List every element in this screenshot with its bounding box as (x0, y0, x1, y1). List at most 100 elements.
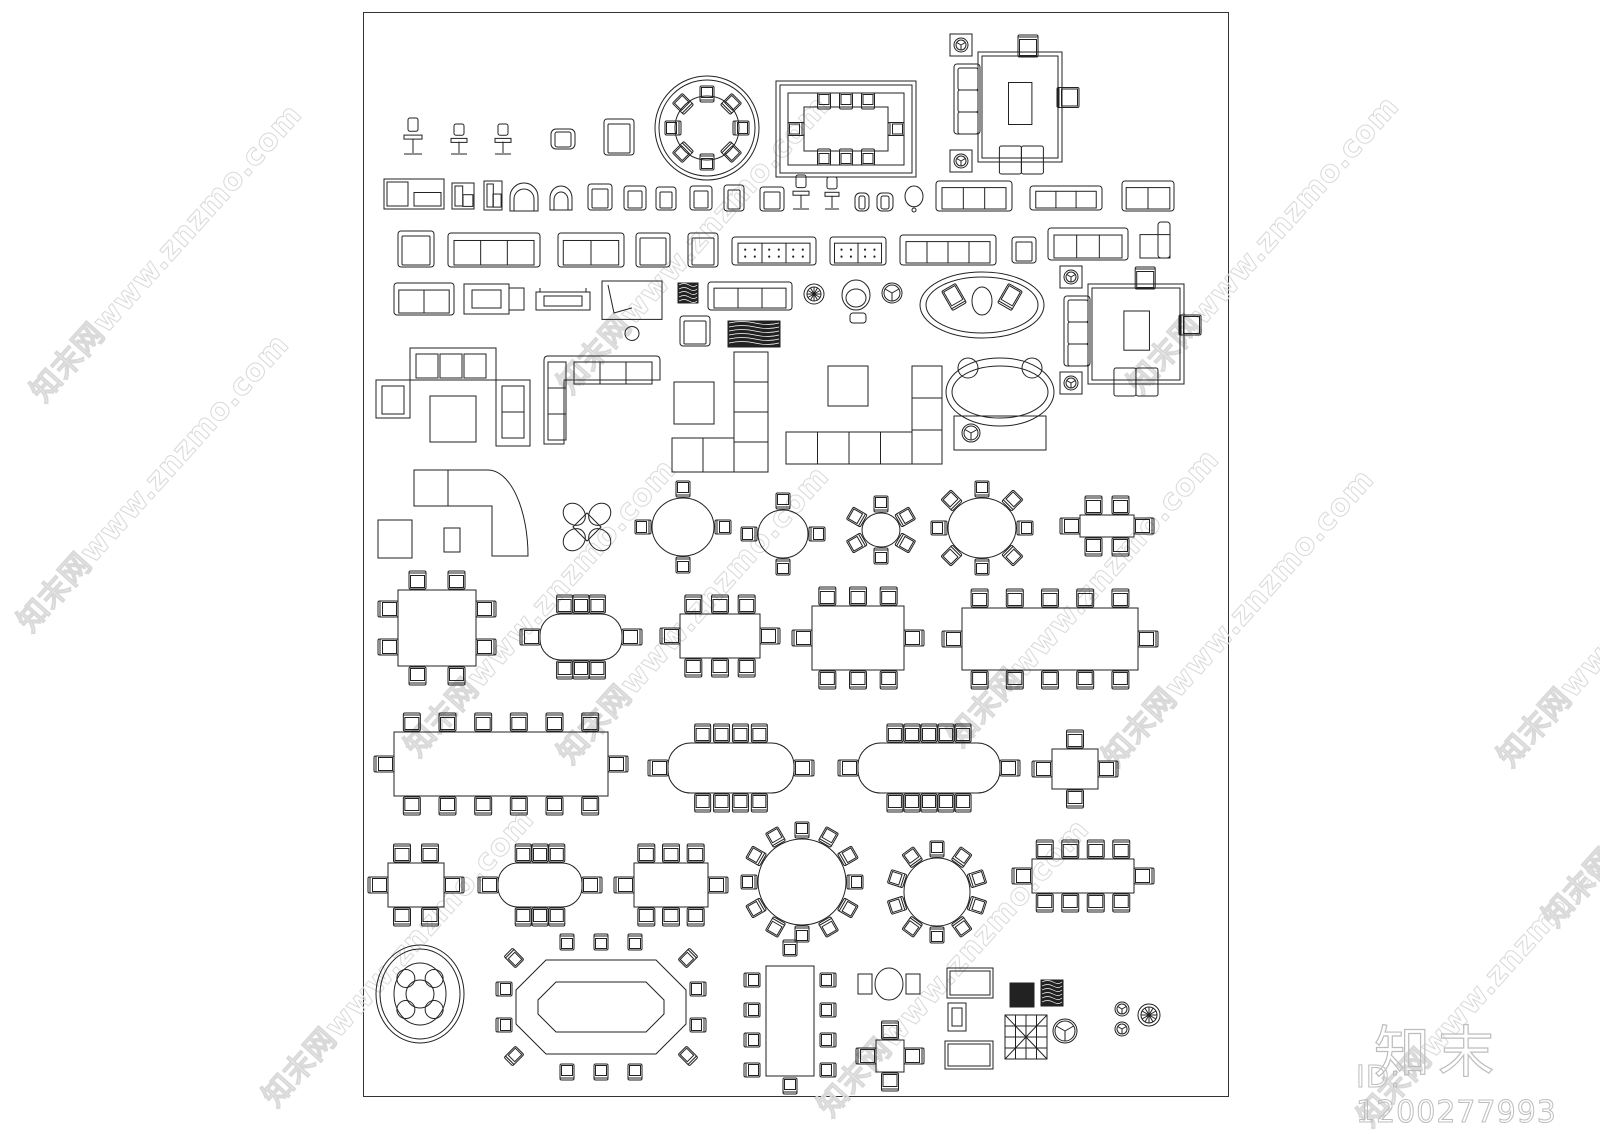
rect-table-chairs-icon (1031, 729, 1119, 809)
row-3-sofas (397, 221, 1171, 268)
hatched-rug-icon (727, 320, 781, 348)
oval-table-chairs-icon (519, 594, 643, 680)
office-chair-icon (450, 123, 468, 155)
l-sectional-wide-icon (785, 365, 943, 465)
coffee-table-icon (535, 288, 591, 311)
asset-id-label: ID: 1200277993 (1356, 1060, 1557, 1131)
rect-table-chairs-icon (377, 570, 497, 686)
armchair-icon (687, 232, 719, 268)
swivel-chair-icon (904, 185, 924, 213)
armchair-small-icon (876, 192, 894, 212)
oval-lounge-icon (919, 271, 1045, 339)
club-chair-icon (549, 185, 573, 211)
hatched-rug-icon (677, 282, 699, 304)
club-chair-icon (509, 182, 539, 212)
sofa-icon (899, 234, 997, 266)
bench-icon (946, 967, 994, 999)
sofa-icon (1121, 180, 1175, 212)
row-10-misc (375, 933, 1161, 1095)
rect-table-chairs-icon (659, 594, 781, 678)
small-cabinet-icon (947, 1002, 967, 1032)
round-rug-icon (803, 283, 825, 305)
armchair-icon (759, 186, 785, 212)
oval-table-chairs-icon (647, 723, 815, 813)
sofa-icon (557, 232, 625, 268)
clover-table-icon (562, 502, 612, 552)
desk-corner-icon (601, 280, 663, 341)
octagon-conference-icon (495, 933, 707, 1081)
rect-table-chairs-icon (613, 843, 729, 927)
armchair-icon (1011, 236, 1037, 264)
desk-unit-icon (451, 182, 475, 210)
rect-table-chairs-icon (1011, 839, 1155, 913)
sofa-icon (393, 282, 455, 316)
oval-table-chairs-icon (477, 843, 603, 927)
rect-table-chairs-icon (855, 1020, 925, 1092)
l-sofa-icon (543, 355, 661, 445)
tufted-sofa-icon (731, 236, 817, 266)
armchair-icon (635, 232, 671, 268)
round-rug-icon (1137, 1003, 1161, 1027)
dark-ottoman-icon (1009, 982, 1035, 1008)
row-8-long-tables (373, 712, 1119, 816)
sofa-icon (935, 180, 1013, 212)
oval-table-chairs-icon (837, 723, 1021, 813)
side-table-lamp-icon (1052, 1018, 1078, 1044)
l-sectional-icon (671, 351, 769, 473)
sofa-icon (447, 232, 541, 268)
rect-table-chairs-icon (367, 843, 465, 927)
armchair-icon (587, 183, 613, 211)
bench-icon (944, 1040, 994, 1070)
bistro-set-icon (857, 967, 921, 1001)
side-table-lamp-icon (1114, 1001, 1130, 1017)
armchair-icon (679, 315, 711, 347)
tufted-sofa-icon (829, 236, 887, 266)
row-4-lounge (393, 265, 1202, 397)
brand-logo: 知末 (1373, 1020, 1502, 1086)
armchair-icon (723, 184, 745, 212)
side-table-lamp-icon (881, 282, 903, 304)
round-booth-icon (375, 944, 465, 1044)
hatched-rug-icon (1040, 979, 1064, 1007)
round-table-chairs-icon (740, 821, 864, 943)
rect-table-chairs-icon (1059, 495, 1155, 557)
drawing-frame (363, 12, 1229, 1097)
row-2-chairs-and-sofas (383, 174, 1175, 213)
desk-unit-icon (383, 178, 445, 210)
rect-table-chairs-icon (941, 588, 1159, 690)
long-conference-icon (743, 939, 837, 1095)
sofa-icon (1029, 185, 1103, 211)
rect-table-chairs-icon (373, 712, 629, 816)
ottoman-icon (849, 312, 867, 324)
side-chair-icon (1139, 221, 1171, 259)
round-table-chairs-icon (846, 495, 916, 565)
armchair-small-icon (550, 128, 576, 150)
office-chair-icon (792, 174, 810, 210)
armchair-icon (397, 230, 435, 268)
living-set-rug-icon (949, 33, 1080, 175)
tv-unit-icon (463, 283, 525, 315)
sofa-icon (1047, 227, 1129, 261)
lounge-chair-icon (841, 279, 871, 311)
office-chair-icon (824, 176, 840, 210)
curved-sofa-icon (377, 469, 529, 559)
desk-unit-icon (483, 180, 503, 211)
row-7-rect-tables (377, 570, 1159, 690)
round-table-chairs-icon (634, 480, 732, 574)
sofa-icon (707, 281, 793, 311)
armchair-icon (603, 118, 635, 156)
living-set-rug-icon (1059, 265, 1202, 397)
round-table-chairs-icon (740, 492, 826, 576)
row-1-office-chairs-and-meeting-sets (403, 33, 1080, 181)
armchair-icon (623, 185, 647, 211)
living-set-square-icon (375, 347, 531, 447)
armchair-icon (689, 185, 713, 211)
round-table-icon (654, 75, 760, 181)
row-9-dining (367, 821, 1155, 944)
round-table-chairs-icon (887, 840, 987, 944)
rect-table-chairs-icon (791, 586, 925, 690)
side-table-lamp-icon (1114, 1021, 1130, 1037)
lattice-rug-icon (1004, 1014, 1048, 1060)
